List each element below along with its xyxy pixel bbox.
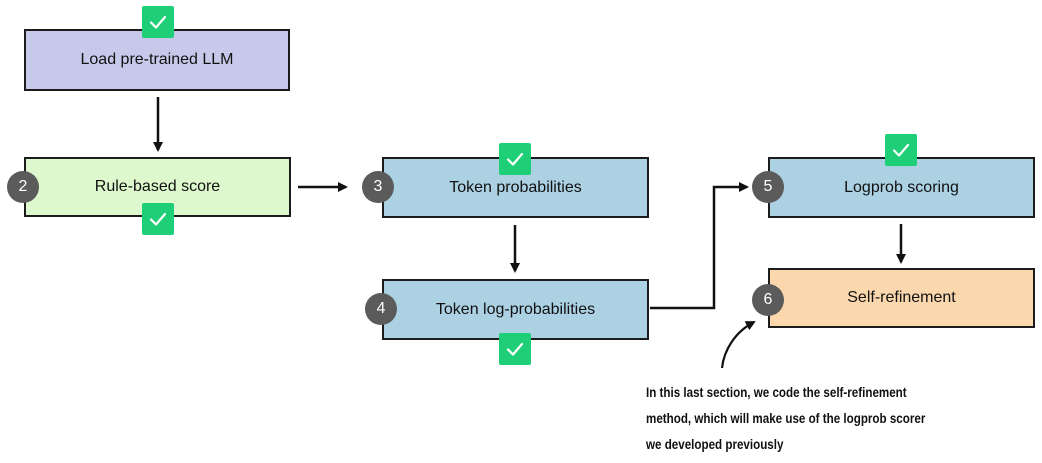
annotation-line-1: In this last section, we code the self-r…	[646, 385, 907, 400]
node-label: Rule-based score	[94, 178, 221, 195]
checkmark-icon	[885, 134, 917, 166]
node-label: Token log-probabilities	[435, 300, 596, 318]
node-load-pretrained-llm: Load pre-trained LLM	[24, 29, 290, 91]
checkmark-icon	[142, 203, 174, 235]
annotation-line-2: method, which will make use of the logpr…	[646, 411, 926, 426]
node-logprob-scoring: Logprob scoring	[768, 157, 1035, 218]
node-token-log-probabilities: Token log-probabilities	[382, 279, 649, 340]
annotation-curved-arrow	[720, 321, 756, 369]
checkmark-icon	[142, 6, 174, 38]
annotation-line-3: we developed previously	[646, 437, 784, 452]
step-badge-3: 3	[362, 171, 394, 203]
step-badge-4: 4	[365, 293, 397, 325]
checkmark-icon	[499, 143, 531, 175]
step-badge-6: 6	[752, 284, 784, 316]
node-self-refinement: Self-refinement	[768, 268, 1035, 328]
node-label: Token probabilities	[449, 178, 582, 196]
checkmark-icon	[499, 333, 531, 365]
node-label: Self-refinement	[847, 289, 956, 306]
node-label: Logprob scoring	[844, 178, 959, 196]
node-label: Load pre-trained LLM	[80, 51, 234, 68]
annotation-note: In this last section, we code the self-r…	[646, 380, 947, 458]
arrow-logprob-to-scoring	[650, 182, 749, 310]
step-badge-5: 5	[752, 171, 784, 203]
step-badge-2: 2	[7, 171, 39, 203]
